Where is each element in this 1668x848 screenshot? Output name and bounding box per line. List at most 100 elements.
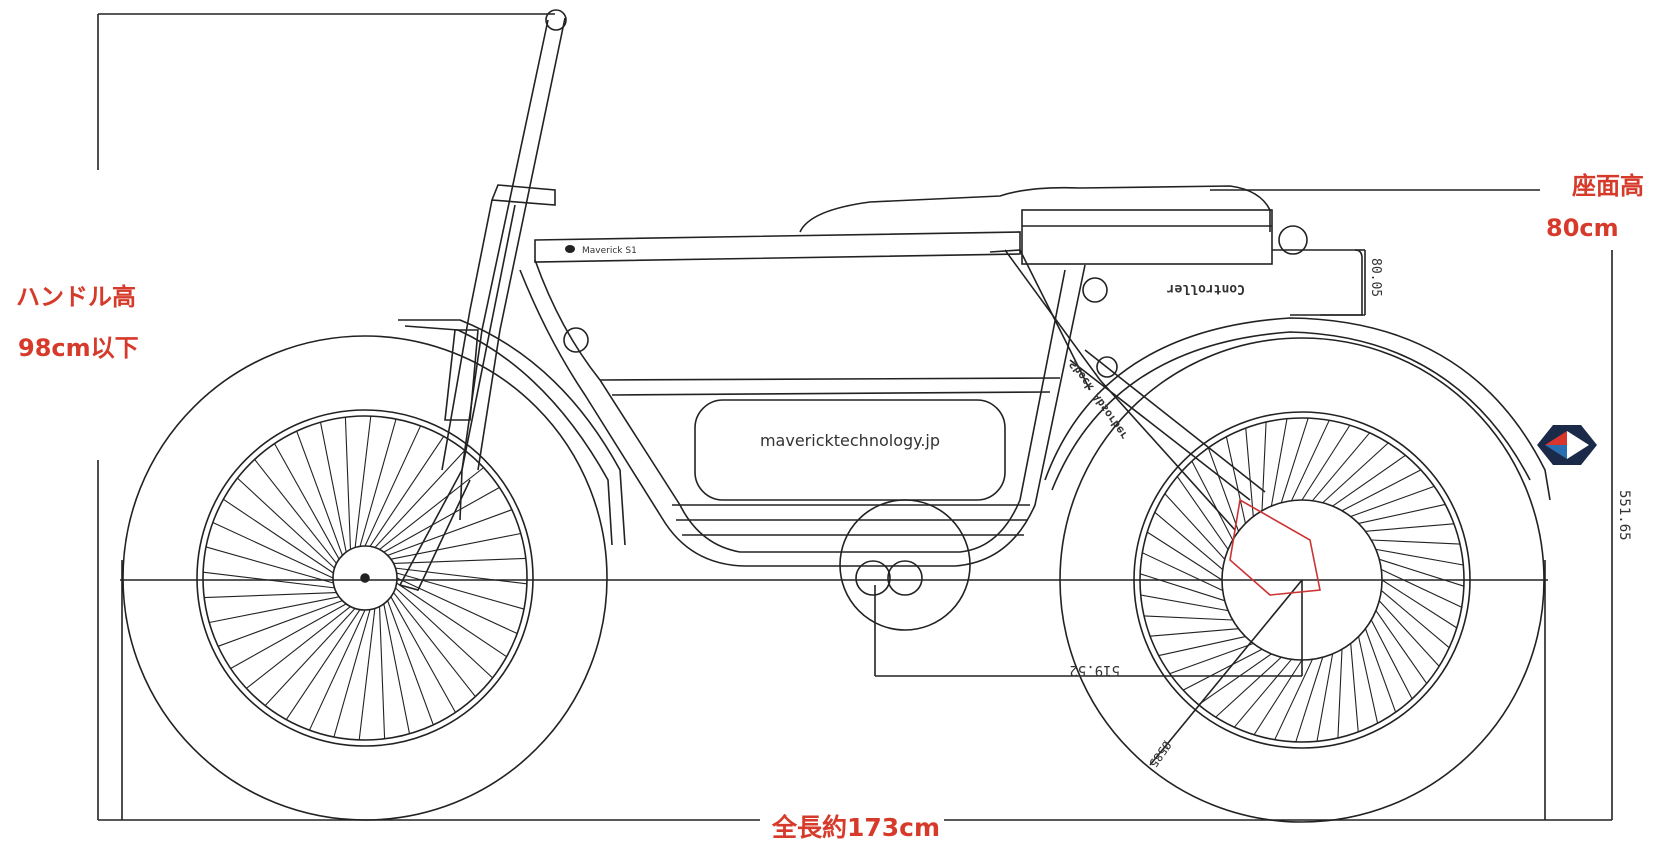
spoke (390, 596, 456, 713)
mirrored-annotations: Controller Shock Absorber 80.05 519.52 5… (1067, 258, 1632, 770)
spoke (1380, 590, 1450, 649)
spoke (1378, 600, 1440, 667)
spoke (1198, 653, 1272, 706)
controller-text: Controller (1167, 281, 1245, 296)
spoke (296, 430, 343, 556)
frame (398, 9, 1363, 631)
spoke (237, 477, 335, 569)
spoke (204, 591, 337, 599)
spoke (393, 592, 476, 697)
spoke (1274, 659, 1313, 740)
spoke (379, 467, 484, 550)
spoke (230, 603, 347, 669)
wheelbase-dim-text: 519.52 (1069, 662, 1120, 678)
spoke (1142, 552, 1223, 591)
spoke (1364, 628, 1397, 713)
spoke (387, 509, 513, 556)
spoke (246, 606, 351, 689)
spoke (396, 572, 525, 610)
spoke (1375, 548, 1464, 566)
spoke (1146, 531, 1223, 581)
spoke (1280, 417, 1309, 503)
spoke (1332, 454, 1406, 507)
spoke (1158, 636, 1246, 657)
spoke (1375, 610, 1428, 684)
fenders (398, 317, 1551, 546)
controller-dim-text: 80.05 (1368, 258, 1383, 297)
spoke (209, 596, 340, 624)
spoke (1245, 428, 1254, 517)
seat-height-value: 80cm (1546, 214, 1619, 242)
frame-brand-badge: Maverick S1 (565, 245, 637, 256)
spoke (1164, 493, 1226, 560)
spoke (1337, 649, 1343, 738)
spoke (1140, 594, 1229, 612)
spoke (1379, 558, 1465, 587)
spoke (364, 425, 422, 547)
spoke (354, 416, 372, 548)
spoke (1144, 615, 1233, 621)
front-wheel (1059, 337, 1545, 823)
total-length-label: 全長約173cm (768, 808, 945, 844)
spoke (369, 436, 445, 547)
spoke (203, 571, 335, 589)
height-dim-text: 551.65 (1616, 490, 1632, 541)
spoke (378, 606, 386, 739)
spoke (1358, 503, 1446, 524)
wheel-dim-text: Ø585 (1146, 738, 1174, 770)
spoke (383, 487, 500, 553)
handle-height-value: 98cm以下 (18, 334, 139, 362)
spoke (333, 609, 371, 738)
spoke (1350, 485, 1435, 518)
spoke (1253, 659, 1303, 736)
spoke (1350, 643, 1359, 732)
spoke (1358, 636, 1379, 724)
spoke (344, 417, 352, 550)
spoke (390, 532, 521, 560)
spoke (396, 577, 518, 635)
spoke (1370, 619, 1413, 700)
spoke (285, 609, 361, 720)
spoke (1154, 511, 1224, 570)
spoke (1341, 469, 1422, 512)
spoke (383, 603, 411, 734)
spoke (1301, 424, 1351, 501)
spoke (395, 567, 527, 585)
spoke (1371, 539, 1460, 545)
spoke (387, 600, 434, 726)
spoke (1381, 579, 1458, 629)
rear-wheel (122, 335, 608, 821)
spoke (396, 582, 507, 658)
spoke (1316, 653, 1334, 742)
seat-height-title: 座面高 (1572, 172, 1644, 200)
spoke (1322, 442, 1389, 504)
spoke (1139, 573, 1225, 602)
spoke (1225, 436, 1246, 524)
spoke (1191, 460, 1234, 541)
spoke (217, 600, 343, 647)
spoke (319, 422, 347, 553)
spoke (1207, 447, 1240, 532)
handle-height-title: ハンドル高 (16, 283, 136, 311)
spoke (1176, 476, 1229, 550)
spoke (1381, 569, 1462, 608)
dimension-lines (97, 13, 1613, 821)
spoke (1261, 422, 1267, 511)
spoke (1291, 420, 1330, 501)
spoke (1169, 642, 1254, 675)
spoke (1295, 657, 1324, 743)
spoke (223, 498, 334, 574)
spoke (1182, 648, 1263, 691)
spoke (358, 608, 376, 740)
spoke (254, 459, 337, 564)
spoke (308, 609, 366, 731)
hex-logo-icon (1537, 425, 1597, 465)
spoke (212, 521, 334, 579)
spoke (1150, 628, 1239, 637)
frame-brand-text: Maverick S1 (582, 246, 637, 256)
spoke (205, 546, 334, 584)
spoke (264, 608, 356, 706)
spoke (1270, 418, 1288, 507)
spoke (395, 587, 493, 679)
